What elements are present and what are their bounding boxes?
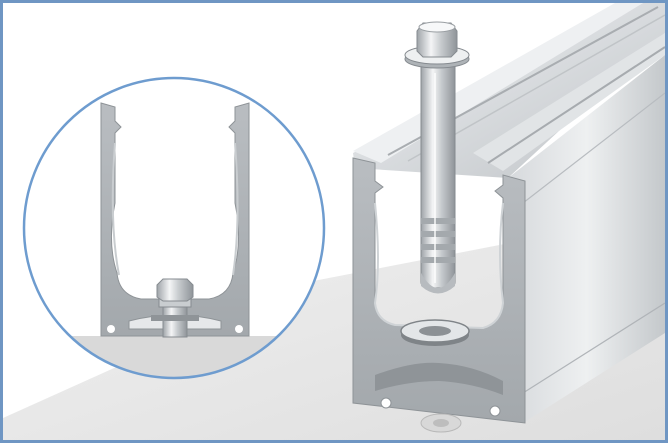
technical-illustration bbox=[3, 3, 665, 440]
flat-washer bbox=[400, 319, 470, 346]
hex-head-expansion-anchor-bolt bbox=[404, 21, 470, 294]
